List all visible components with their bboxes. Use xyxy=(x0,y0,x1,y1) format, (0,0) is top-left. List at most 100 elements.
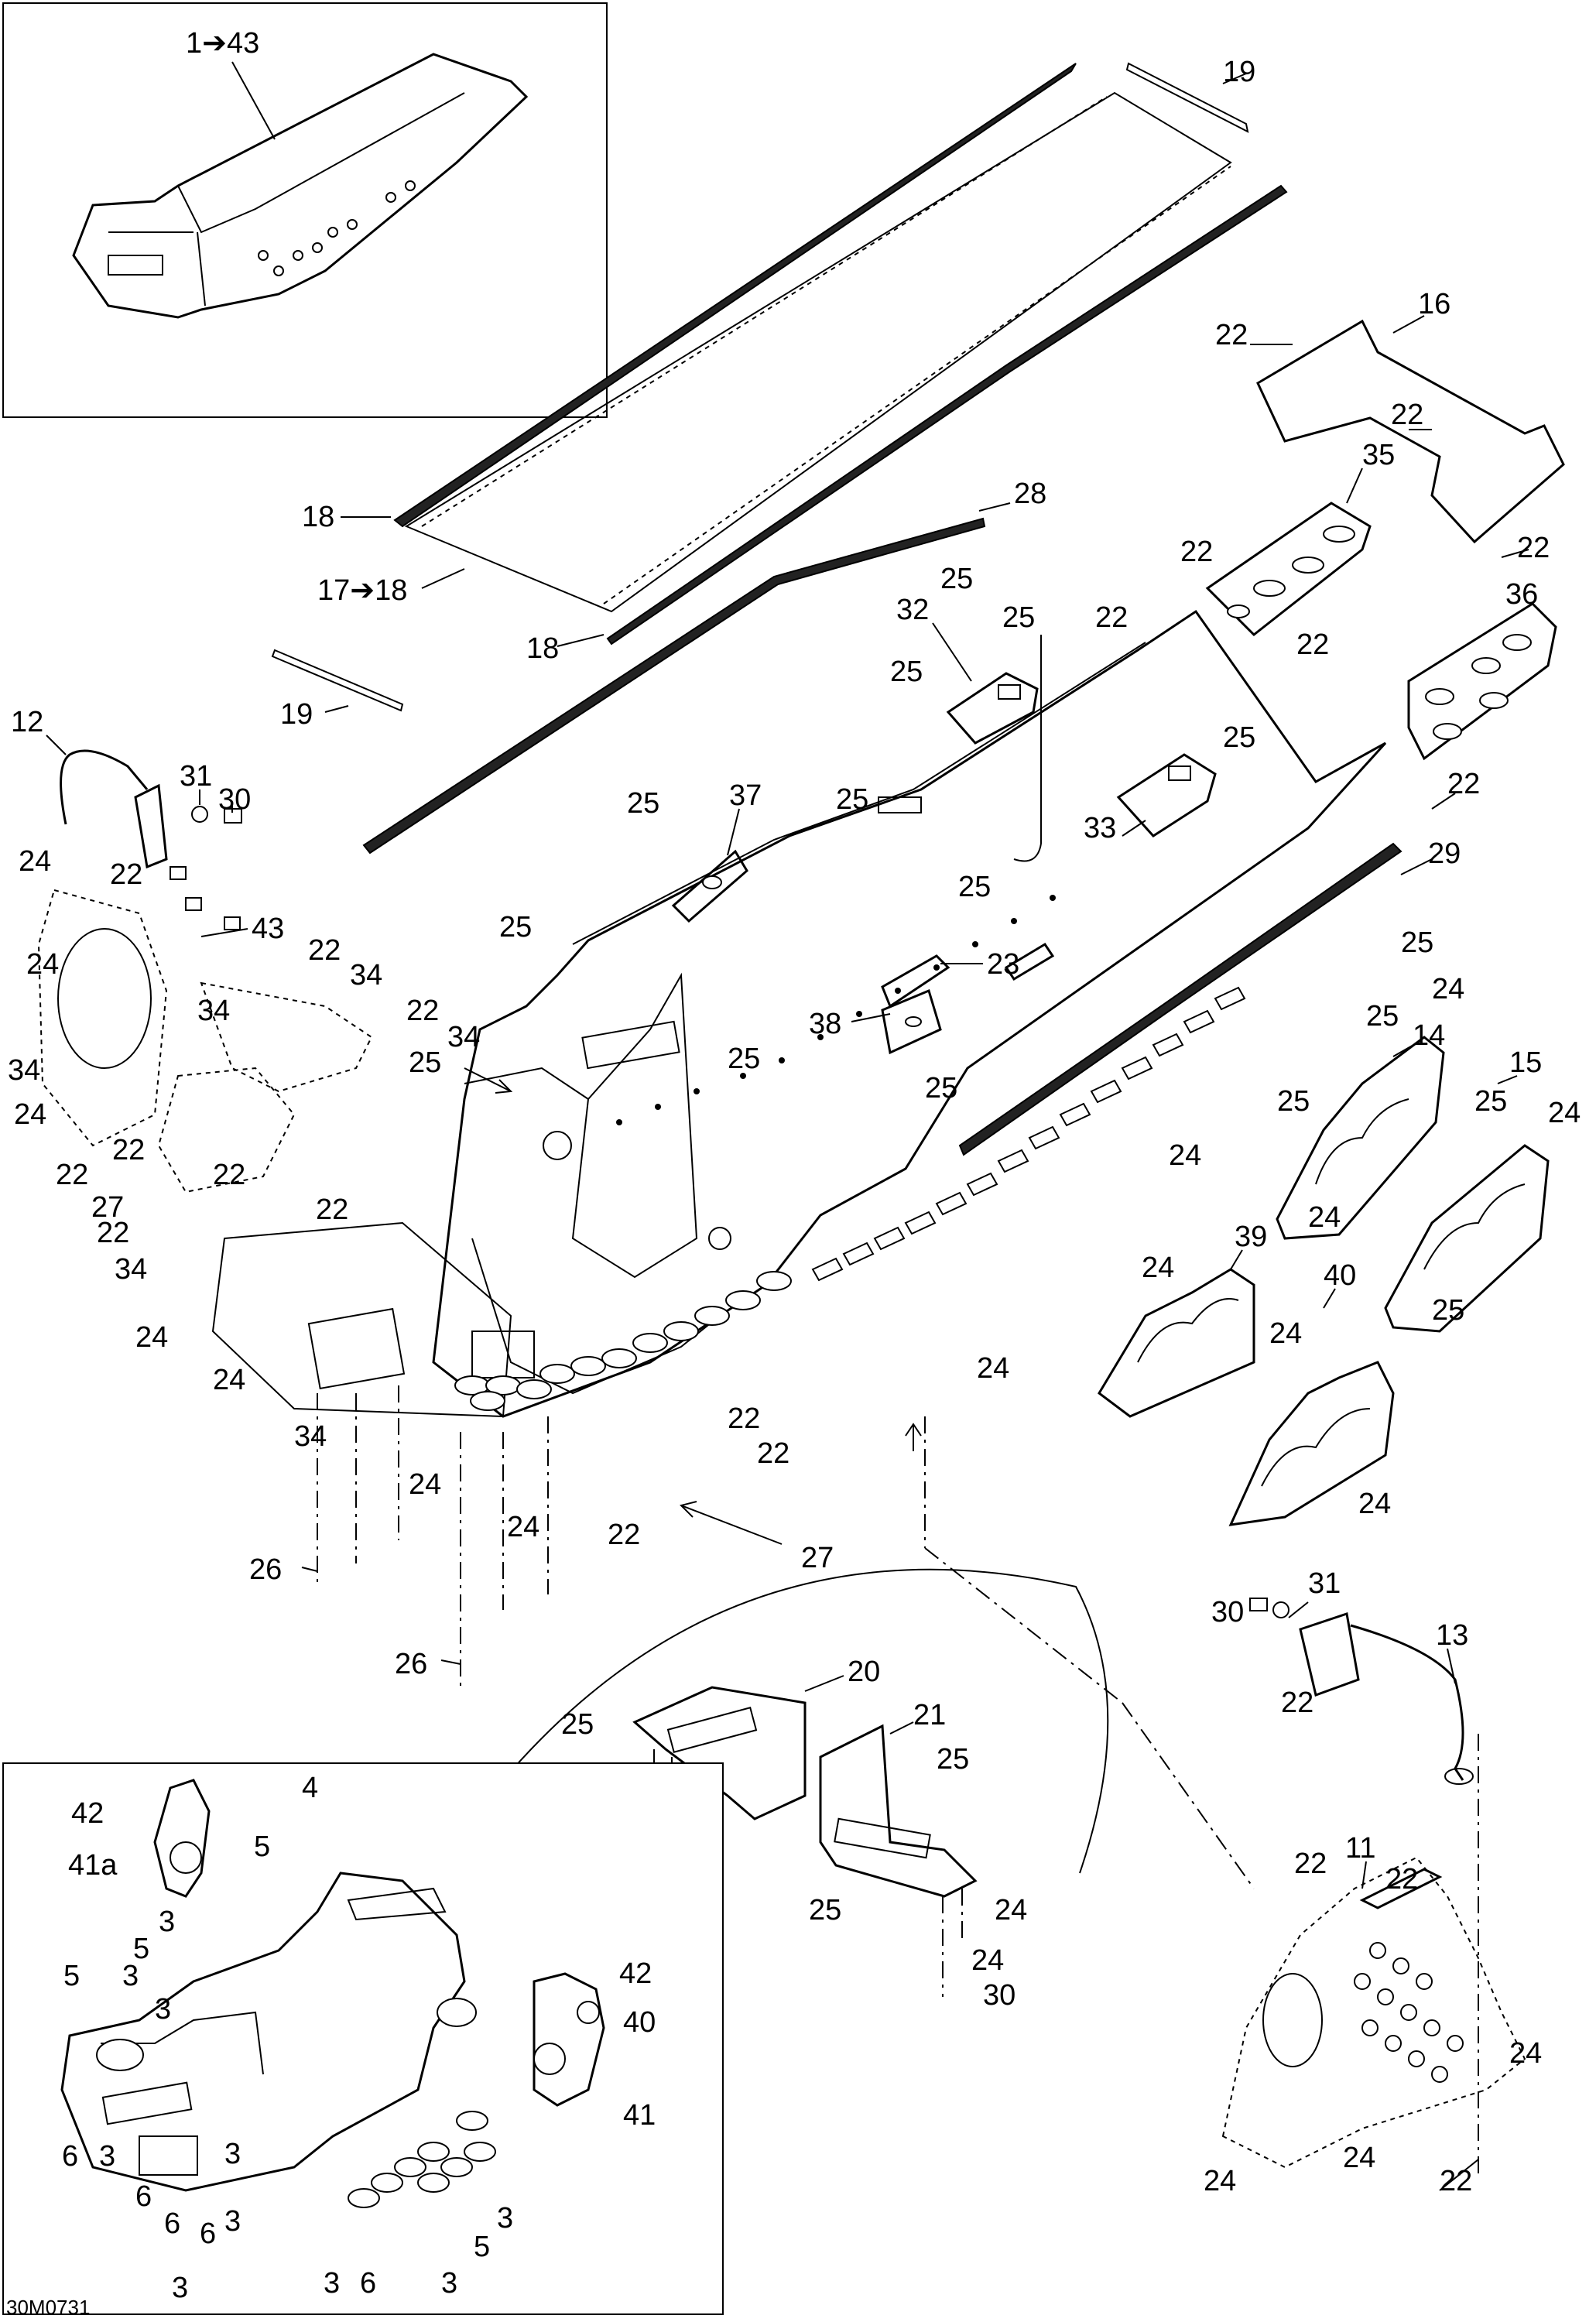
callout-22-f: 22 xyxy=(1296,628,1329,661)
callout-16: 16 xyxy=(1418,288,1450,320)
callout-40-inset: 40 xyxy=(623,2006,656,2039)
callout-24-n: 24 xyxy=(409,1468,441,1501)
callout-26-b: 26 xyxy=(395,1648,427,1680)
callout-31-left: 31 xyxy=(180,760,212,793)
callout-41: 41 xyxy=(623,2099,656,2132)
callout-32: 32 xyxy=(896,594,929,626)
callout-22-n: 22 xyxy=(97,1217,129,1249)
callout-3-c: 3 xyxy=(155,1993,171,2026)
callout-25-k: 25 xyxy=(1401,926,1433,959)
callout-31-right: 31 xyxy=(1308,1567,1341,1600)
callout-22-c: 22 xyxy=(1517,532,1550,564)
callout-28: 28 xyxy=(1014,478,1046,510)
callout-27-b: 27 xyxy=(801,1542,834,1574)
callout-41a: 41a xyxy=(68,1849,118,1882)
callout-24-l: 24 xyxy=(135,1321,168,1354)
callout-25-j: 25 xyxy=(925,1072,957,1104)
callout-22-p: 22 xyxy=(728,1402,760,1435)
callout-25-f: 25 xyxy=(958,871,991,903)
callout-22-t: 22 xyxy=(1294,1848,1327,1880)
callout-3-j: 3 xyxy=(441,2267,457,2300)
callout-25-d: 25 xyxy=(836,783,868,816)
callout-22-a: 22 xyxy=(1215,319,1248,351)
right-handle-plate xyxy=(1221,1598,1526,2169)
callout-24-c: 24 xyxy=(1169,1139,1201,1172)
callout-30-left: 30 xyxy=(218,783,251,816)
callout-26-a: 26 xyxy=(249,1553,282,1586)
callout-20: 20 xyxy=(848,1656,880,1688)
callout-22-b: 22 xyxy=(1391,399,1423,431)
callout-11: 11 xyxy=(1345,1832,1375,1865)
callout-25-l: 25 xyxy=(1366,1000,1399,1033)
callout-14: 14 xyxy=(1413,1019,1445,1052)
callout-25-c: 25 xyxy=(890,656,923,688)
callout-3-a: 3 xyxy=(159,1906,175,1938)
callout-30-right: 30 xyxy=(1211,1596,1244,1628)
callout-22-k: 22 xyxy=(112,1134,145,1166)
callout-22-i: 22 xyxy=(308,934,341,967)
callout-24-g: 24 xyxy=(1358,1488,1391,1520)
callout-18-left: 18 xyxy=(302,501,334,533)
callout-3-g: 3 xyxy=(497,2202,513,2235)
callout-29: 29 xyxy=(1428,837,1461,870)
callout-23-c: 34 xyxy=(197,995,230,1027)
callout-24-e: 24 xyxy=(1142,1252,1174,1284)
callout-5-c: 5 xyxy=(63,1960,80,1992)
callout-17-18: 17➔18 xyxy=(317,574,407,607)
callout-24-h: 24 xyxy=(977,1352,1009,1385)
callout-22-u: 22 xyxy=(1385,1863,1418,1896)
callout-25-i: 25 xyxy=(728,1043,760,1075)
callout-25-m: 25 xyxy=(1474,1085,1507,1118)
callout-4: 4 xyxy=(302,1772,318,1804)
callout-6-e: 6 xyxy=(360,2267,376,2300)
callout-22-s: 22 xyxy=(1281,1687,1313,1719)
callout-42-a: 42 xyxy=(71,1797,104,1830)
callout-24-k: 24 xyxy=(14,1098,46,1131)
callout-1-43: 1➔43 xyxy=(186,27,259,60)
callout-22-r: 22 xyxy=(608,1519,640,1551)
callout-40: 40 xyxy=(1324,1259,1356,1292)
callout-13: 13 xyxy=(1436,1619,1468,1652)
callout-24-q: 24 xyxy=(995,1894,1027,1926)
callout-24-a: 24 xyxy=(1432,973,1464,1005)
callout-25-p: 25 xyxy=(409,1046,441,1079)
callout-23-f: 34 xyxy=(294,1420,327,1453)
callout-21: 21 xyxy=(913,1699,946,1731)
footrests xyxy=(1098,1036,1550,1526)
rear-plates xyxy=(1205,319,1565,761)
fastener-lines xyxy=(317,1067,1479,2175)
callout-22-g: 22 xyxy=(1447,768,1480,800)
callout-3-i: 3 xyxy=(172,2272,188,2304)
callout-22-m: 22 xyxy=(213,1159,245,1191)
callout-24-j: 24 xyxy=(26,948,59,981)
callout-3-d: 3 xyxy=(99,2140,115,2173)
callout-38: 38 xyxy=(809,1008,841,1040)
callout-23-e: 34 xyxy=(115,1253,147,1286)
callout-5-d: 5 xyxy=(474,2231,490,2263)
callout-25-r: 25 xyxy=(937,1743,969,1776)
callout-36: 36 xyxy=(1505,578,1538,611)
callout-18-bottom: 18 xyxy=(526,632,559,665)
callout-25-s: 25 xyxy=(809,1894,841,1926)
callout-23-b: 34 xyxy=(447,1021,480,1053)
callout-6-a: 6 xyxy=(62,2140,78,2173)
callout-25-n: 25 xyxy=(1277,1085,1310,1118)
callout-6-c: 6 xyxy=(164,2207,180,2240)
callout-25-b: 25 xyxy=(1002,601,1035,634)
tunnel-rails xyxy=(271,62,1402,1156)
callout-22-h: 22 xyxy=(110,858,142,891)
callout-3-e: 3 xyxy=(224,2138,241,2170)
callout-5-a: 5 xyxy=(254,1831,270,1863)
callout-33: 33 xyxy=(1084,812,1116,844)
callout-24-f: 24 xyxy=(1269,1317,1302,1350)
callout-24-d: 24 xyxy=(1308,1201,1341,1234)
callout-6-b: 6 xyxy=(135,2180,152,2213)
callout-24-r: 24 xyxy=(971,1944,1004,1977)
callout-25-a: 25 xyxy=(940,563,973,595)
callout-3-f: 3 xyxy=(224,2205,241,2238)
callout-22-j: 22 xyxy=(406,995,439,1027)
callout-27-a: 27 xyxy=(91,1191,124,1224)
callout-22-v: 22 xyxy=(1440,2165,1472,2197)
callout-19-left: 19 xyxy=(280,698,313,731)
